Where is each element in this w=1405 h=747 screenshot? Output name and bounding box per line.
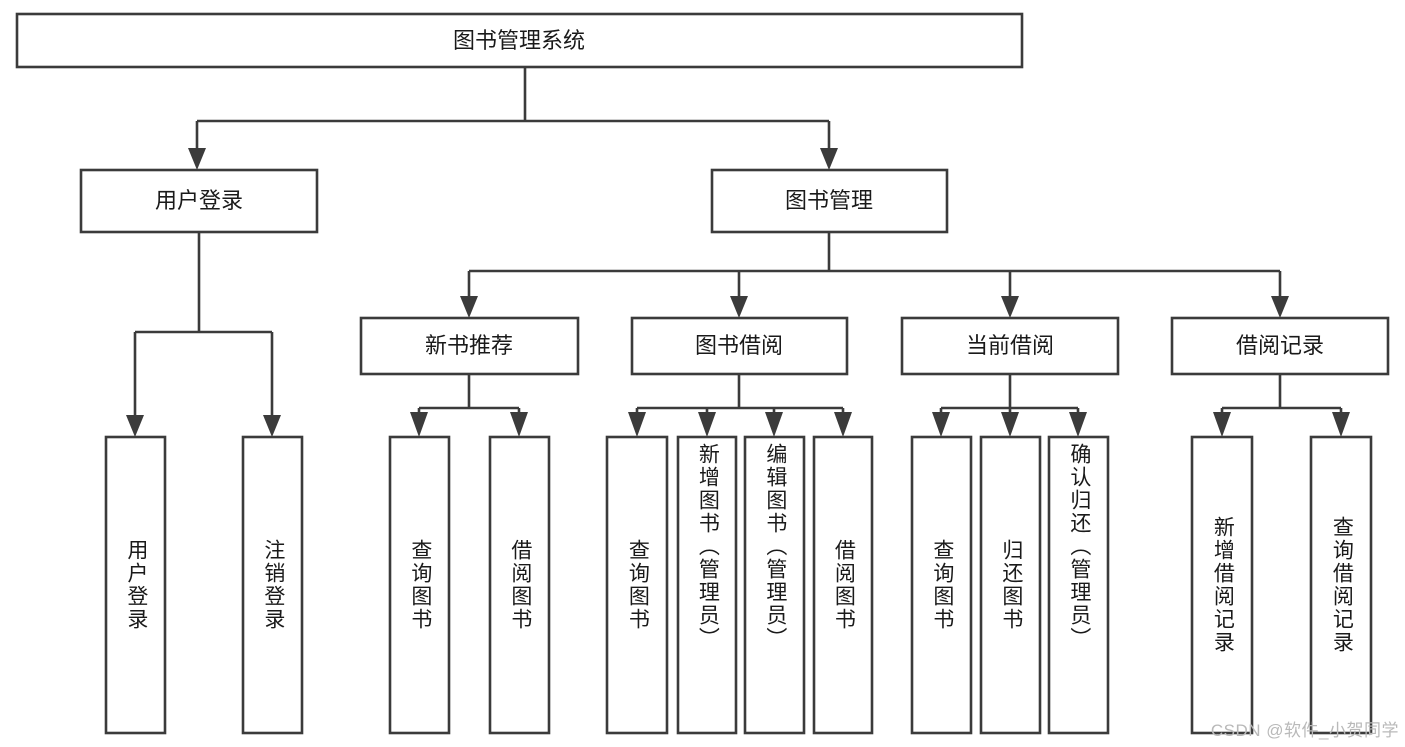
- node-borrow-record-box[interactable]: [1170, 316, 1390, 376]
- connector-group-userlogin: [126, 232, 281, 437]
- leaf-box-confirm-return[interactable]: [1047, 435, 1110, 735]
- arrow-head-book-borrow: [730, 296, 748, 318]
- node-book-manage-box[interactable]: [710, 168, 949, 234]
- connector-group-currentborrow: [932, 374, 1087, 437]
- node-root-label: 图书管理系统: [453, 28, 585, 53]
- leaf-box-user-login[interactable]: [104, 435, 167, 735]
- connector-group-bookborrow: [628, 374, 852, 437]
- connector-group-newbookrec: [410, 374, 528, 437]
- connector-group-borrowrecord: [1213, 374, 1350, 437]
- arrow-head-leaf-query-book-3: [932, 412, 950, 437]
- node-user-login-label: 用户登录: [155, 188, 243, 213]
- node-current-borrow-label: 当前借阅: [966, 333, 1054, 358]
- watermark-text: CSDN @软件_小贺同学: [1210, 721, 1399, 740]
- leaf-box-logout[interactable]: [241, 435, 304, 735]
- connector-group-root: [188, 67, 838, 170]
- leaf-box-borrow-book-2[interactable]: [812, 435, 874, 735]
- node-new-book-rec-label: 新书推荐: [425, 333, 513, 358]
- node-book-manage-label: 图书管理: [785, 188, 873, 213]
- node-book-borrow[interactable]: 图书借阅: [630, 316, 849, 376]
- node-borrow-record-label: 借阅记录: [1236, 333, 1324, 358]
- node-new-book-rec-box[interactable]: [359, 316, 580, 376]
- arrow-head-bookmanage: [820, 148, 838, 170]
- arrow-head-leaf-return-book: [1001, 412, 1019, 437]
- arrow-head-leaf-edit-book: [765, 412, 783, 437]
- leaf-box-query-book-3[interactable]: [910, 435, 973, 735]
- arrow-head-leaf-borrow-book-1: [510, 412, 528, 437]
- leaf-box-return-book[interactable]: [979, 435, 1042, 735]
- leaf-box-query-record[interactable]: [1309, 435, 1373, 735]
- node-user-login-box[interactable]: [79, 168, 319, 234]
- arrow-head-leaf-query-book-1: [410, 412, 428, 437]
- node-current-borrow[interactable]: 当前借阅: [900, 316, 1120, 376]
- node-user-login[interactable]: 用户登录: [79, 168, 319, 234]
- arrow-head-leaf-add-book: [698, 412, 716, 437]
- arrow-head-new-book-rec: [460, 296, 478, 318]
- node-book-borrow-label: 图书借阅: [695, 333, 783, 358]
- arrow-head-leaf-query-book-2: [628, 412, 646, 437]
- leaf-box-query-book-1[interactable]: [388, 435, 451, 735]
- arrow-head-borrow-record: [1271, 296, 1289, 318]
- node-new-book-rec[interactable]: 新书推荐: [359, 316, 580, 376]
- arrow-head-leaf-add-record: [1213, 412, 1231, 437]
- leaf-box-add-record[interactable]: [1190, 435, 1254, 735]
- node-current-borrow-box[interactable]: [900, 316, 1120, 376]
- node-book-manage[interactable]: 图书管理: [710, 168, 949, 234]
- connector-group-bookmanage: [460, 232, 1289, 318]
- arrow-head-current-borrow: [1001, 296, 1019, 318]
- arrow-head-leaf-query-record: [1332, 412, 1350, 437]
- leaf-box-add-book[interactable]: [676, 435, 738, 735]
- arrow-head-leaf-user-login: [126, 415, 144, 437]
- node-book-borrow-box[interactable]: [630, 316, 849, 376]
- node-root-box[interactable]: [15, 12, 1024, 69]
- node-borrow-record[interactable]: 借阅记录: [1170, 316, 1390, 376]
- arrow-head-leaf-borrow-book-2: [834, 412, 852, 437]
- node-root[interactable]: 图书管理系统: [15, 12, 1024, 69]
- arrow-head-leaf-logout: [263, 415, 281, 437]
- arrow-head-userlogin: [188, 148, 206, 170]
- arrow-head-leaf-confirm-return: [1069, 412, 1087, 437]
- leaf-box-query-book-2[interactable]: [605, 435, 669, 735]
- leaf-box-edit-book[interactable]: [743, 435, 806, 735]
- leaf-box-borrow-book-1[interactable]: [488, 435, 551, 735]
